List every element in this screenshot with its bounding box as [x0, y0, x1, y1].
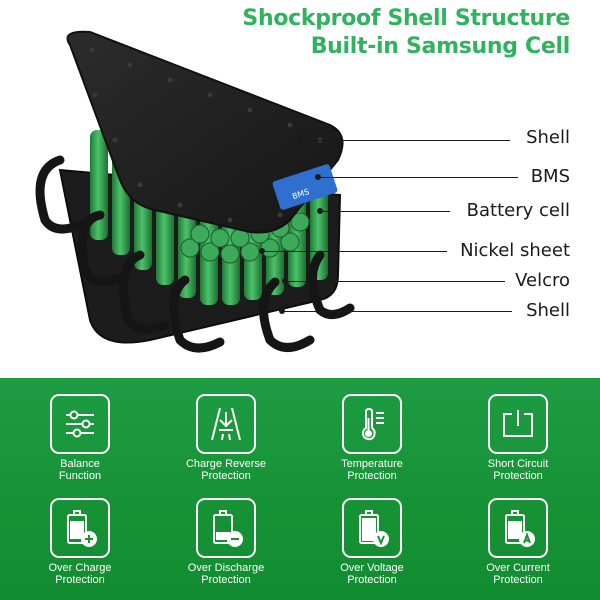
- short-circuit-icon: [488, 394, 548, 454]
- feature-label-line1: Over Charge: [48, 562, 112, 574]
- callout-dot-nickel-sheet: [259, 248, 265, 254]
- thermometer-icon: [342, 394, 402, 454]
- callout-line-shell-bottom: [282, 311, 512, 312]
- feature-temperature: Temperature Protection: [302, 394, 442, 482]
- feature-label-line2: Protection: [55, 574, 105, 586]
- callout-velcro: Velcro: [515, 270, 570, 291]
- feature-charge-reverse: Charge Reverse Protection: [156, 394, 296, 482]
- callout-dot-velcro: [282, 278, 288, 284]
- callout-line-velcro: [285, 281, 505, 282]
- callout-line-shell: [300, 140, 510, 141]
- feature-label-line2: Protection: [201, 574, 251, 586]
- feature-label-line1: Over Current: [486, 562, 550, 574]
- balance-sliders-icon: [50, 394, 110, 454]
- feature-label-line2: Function: [58, 470, 102, 482]
- callout-battery-cell: Battery cell: [466, 200, 570, 221]
- feature-label-line1: Charge Reverse: [185, 458, 267, 470]
- callout-dot-shell-bottom: [279, 308, 285, 314]
- protection-features-section: Balance Function Charge Reverse Protecti…: [0, 378, 600, 600]
- callout-dot-bms: [315, 174, 321, 180]
- feature-over-discharge: Over Discharge Protection: [156, 498, 296, 586]
- feature-label-line1: Over Voltage: [340, 562, 404, 574]
- headline-shockproof: Shockproof Shell Structure: [242, 6, 570, 31]
- feature-label-line2: Protection: [493, 470, 543, 482]
- feature-over-voltage: Over Voltage Protection: [302, 498, 442, 586]
- callout-dot-battery-cell: [317, 208, 323, 214]
- battery-minus-icon: [196, 498, 256, 558]
- callout-line-battery-cell: [320, 211, 450, 212]
- callout-bms: BMS: [530, 166, 570, 187]
- battery-pack-illustration: BMS: [35, 30, 355, 353]
- feature-label-line2: Protection: [493, 574, 543, 586]
- feature-label-line1: Balance: [60, 458, 100, 470]
- product-illustration-section: Shockproof Shell Structure Built-in Sams…: [35, 6, 571, 353]
- feature-label-line1: Over Discharge: [187, 562, 265, 574]
- feature-label-line2: Protection: [347, 470, 397, 482]
- velcro-straps: [35, 155, 355, 353]
- feature-over-current: Over Current Protection: [448, 498, 588, 586]
- callout-line-nickel-sheet: [262, 251, 447, 252]
- battery-voltage-icon: [342, 498, 402, 558]
- feature-label-line2: Protection: [201, 470, 251, 482]
- callout-shell-bottom: Shell: [526, 300, 570, 321]
- feature-label-line2: Protection: [347, 574, 397, 586]
- callout-nickel-sheet: Nickel sheet: [460, 240, 570, 261]
- feature-label-line1: Short Circuit: [487, 458, 549, 470]
- battery-current-icon: [488, 498, 548, 558]
- headline-samsung-cell: Built-in Samsung Cell: [310, 34, 571, 59]
- callout-dot-shell: [297, 137, 303, 143]
- callout-shell-top: Shell: [526, 127, 570, 148]
- battery-plus-icon: [50, 498, 110, 558]
- bms-board: BMS: [272, 164, 338, 210]
- feature-balance-function: Balance Function: [10, 394, 150, 482]
- feature-over-charge: Over Charge Protection: [10, 498, 150, 586]
- callout-line-bms: [318, 177, 518, 178]
- feature-short-circuit: Short Circuit Protection: [448, 394, 588, 482]
- feature-label-line1: Temperature: [341, 458, 403, 470]
- charge-reverse-icon: [196, 394, 256, 454]
